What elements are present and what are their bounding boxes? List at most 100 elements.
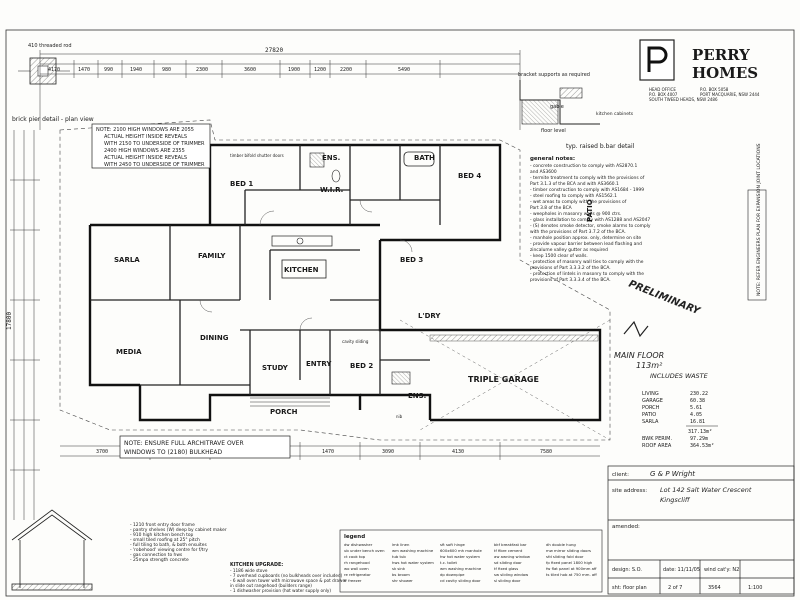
legend-c3-3: hw hot water system <box>440 554 480 559</box>
top-dim-4: 1940 <box>130 67 142 73</box>
top-dimension-string <box>39 50 521 130</box>
company-logo <box>639 39 675 81</box>
room-entry: ENTRY <box>306 360 332 368</box>
general-note-9: - weepholes in masonry walls @ 900 ctrs. <box>530 211 621 217</box>
legend-c3-2: 600x600 mh manhole <box>440 548 482 553</box>
nib-note: nib <box>396 414 403 419</box>
overall-width-dim: 27820 <box>265 47 283 54</box>
ensuite2-shower-icon <box>391 371 411 385</box>
bulkhead-note-2: WINDOWS TO (2180) BULKHEAD <box>124 449 223 456</box>
area-row-1-label: LIVING <box>642 391 659 397</box>
area-note-title-1: MAIN FLOOR <box>614 351 664 360</box>
bathtub-icon <box>403 151 435 167</box>
area-note-title-3: INCLUDES WASTE <box>650 372 709 380</box>
general-note-3: - termite treatment to comply with the p… <box>530 175 645 181</box>
room-bed1: BED 1 <box>230 180 253 188</box>
bulkhead-note-box <box>119 435 291 459</box>
brick-perimeter-value: 97.29m <box>690 436 708 442</box>
legend-c2-6: bs broom <box>392 572 410 577</box>
room-ensuite: ENS. <box>322 154 340 162</box>
general-note-10: - glass installation to comply with AS12… <box>530 217 650 223</box>
general-note-19: - protection of lintels in masonry to co… <box>530 271 644 277</box>
height-note-1: NOTE: 2100 HIGH WINDOWS ARE 2055 <box>96 127 194 133</box>
room-bath: BATH <box>414 154 435 162</box>
legend-c4-3: aw awning window <box>494 554 530 559</box>
wall-section-detail <box>11 509 93 591</box>
porch-steps <box>250 397 330 407</box>
general-note-5: - timber construction to comply with AS1… <box>530 187 644 193</box>
area-row-4-label: PATIO <box>642 412 656 418</box>
room-dining: DINING <box>200 334 229 342</box>
bottom-dim-7: 7580 <box>540 449 552 455</box>
bracket-note: bracket supports as required <box>518 72 590 78</box>
legend-c5-4: fp fixed panel 1800 high <box>546 560 593 565</box>
title-block <box>607 465 795 595</box>
area-row-2-label: GARAGE <box>642 398 663 404</box>
legend-c2-2: wm washing machine <box>392 548 434 553</box>
legend-c1-7: fr freezer <box>344 578 362 583</box>
legend-c1-5: wo wall oven <box>344 566 369 571</box>
legend-c5-3: sfd sliding fold door <box>546 554 584 559</box>
general-note-6: - steel roofing to comply with AS1562.1 <box>530 193 617 199</box>
top-dim-11: 5490 <box>398 67 410 73</box>
floor-level-label: floor level <box>541 128 566 134</box>
height-note-2: ACTUAL HEIGHT INSIDE REVEALS <box>104 134 187 140</box>
misc-note-2: - pantry shelves (W) deep by cabinet mak… <box>130 527 227 533</box>
job-number: 3564 <box>708 585 721 591</box>
drawing-scale: 1:100 <box>748 585 762 591</box>
kitchen-upgrade-4: in slide out rangehood (builders range) <box>230 583 312 588</box>
legend-c2-3: tub tub <box>392 554 406 559</box>
room-porch: PORCH <box>270 408 298 416</box>
area-row-4-value: 4.05 <box>690 412 702 418</box>
top-dim-10: 2200 <box>340 67 352 73</box>
expansion-joint-note: NOTE: REFER ENGINEERS PLAN FOR EXPANSION… <box>756 143 762 296</box>
toilet-icon <box>331 169 341 183</box>
bulkhead-note-1: NOTE: ENSURE FULL ARCHITRAVE OVER <box>124 440 244 447</box>
top-dim-5: 980 <box>162 67 171 73</box>
roof-outline <box>59 119 611 441</box>
area-row-2-value: 60.38 <box>690 398 705 404</box>
kitchen-upgrade-5: - 1 dishwasher provision (hot water supp… <box>230 588 331 593</box>
general-note-15: zincalume valley gutter as required <box>530 247 608 253</box>
kitchen-upgrade-3: - 6 wall oven tower with microwave space… <box>230 578 347 583</box>
design-label: design: S.O. <box>612 567 642 573</box>
overall-depth-dim: 17800 <box>6 312 13 330</box>
bottom-dim-5: 3090 <box>382 449 394 455</box>
legend-c4-7: sl sliding door <box>494 578 521 583</box>
area-row-3-value: 5.61 <box>690 405 702 411</box>
top-dim-9: 1200 <box>314 67 326 73</box>
top-dim-1: 4170 <box>48 67 60 73</box>
misc-note-8: - 25mpa strength concrete <box>130 557 189 563</box>
legend-c3-4: t.c. toilet <box>440 560 457 565</box>
top-dim-8: 1900 <box>288 67 300 73</box>
room-patio: PATIO <box>586 199 594 222</box>
left-dimension-string <box>10 130 40 520</box>
kitchen-cabinets-label: kitchen cabinets <box>596 111 634 117</box>
legend-c3-7: cd cavity sliding door <box>440 578 481 583</box>
kitchen-upgrade-title: KITCHEN UPGRADE: <box>230 562 283 568</box>
misc-note-6: - 'robehood' viewing centre for f/try <box>130 547 208 553</box>
garage-threshold <box>429 334 599 342</box>
area-row-3-label: PORCH <box>642 405 660 411</box>
general-note-14: - provide vapour barrier between lead fl… <box>530 241 642 247</box>
top-dim-6: 2300 <box>196 67 208 73</box>
general-note-2: and AS3600 <box>530 169 557 175</box>
room-laundry: L'DRY <box>418 312 441 320</box>
top-dim-7: 3600 <box>244 67 256 73</box>
general-notes-title: general notes: <box>530 156 575 162</box>
wind-category: wind cat'y: N2 <box>704 567 739 573</box>
height-note-4: 2400 HIGH WINDOWS ARE 2355 <box>104 148 185 154</box>
room-sarla: SARLA <box>114 256 140 264</box>
cooktop-icon <box>296 237 304 245</box>
threaded-rod-note: 410 threaded rod <box>28 43 72 49</box>
sheet-number: 2 of 7 <box>668 585 682 591</box>
general-note-13: - manhole position approx. only, determi… <box>530 235 641 241</box>
area-note-title-2: 113m² <box>636 361 663 370</box>
room-bed3: BED 3 <box>400 256 423 264</box>
pier-detail-label: brick pier detail - plan view <box>12 116 94 123</box>
legend-c1-6: re refrigerator <box>344 572 371 577</box>
company-address-right-2: PORT MACQUARIE, NSW 2444 <box>700 92 760 97</box>
preliminary-stamp: PRELIMINARY <box>627 279 703 318</box>
